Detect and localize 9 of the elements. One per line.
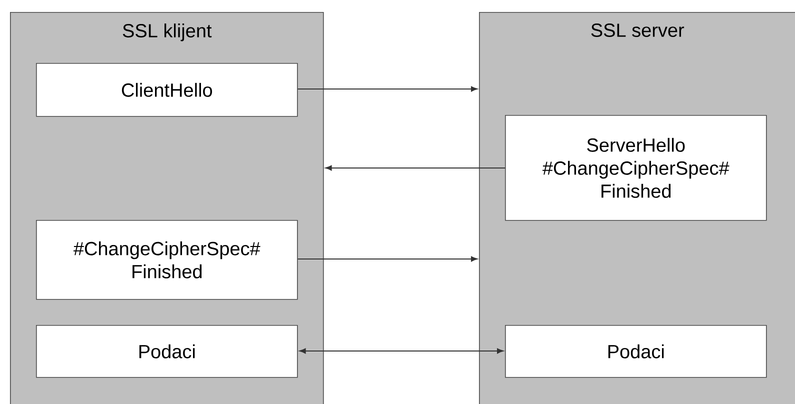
message-box: #ChangeCipherSpec# Finished (36, 220, 298, 300)
arrow (325, 165, 506, 171)
message-box: ServerHello #ChangeCipherSpec# Finished (505, 115, 767, 221)
arrow (297, 86, 478, 92)
message-box: Podaci (36, 325, 298, 378)
message-box: ClientHello (36, 63, 298, 117)
arrow (299, 348, 504, 354)
message-box: Podaci (505, 325, 767, 378)
arrow (297, 256, 478, 262)
